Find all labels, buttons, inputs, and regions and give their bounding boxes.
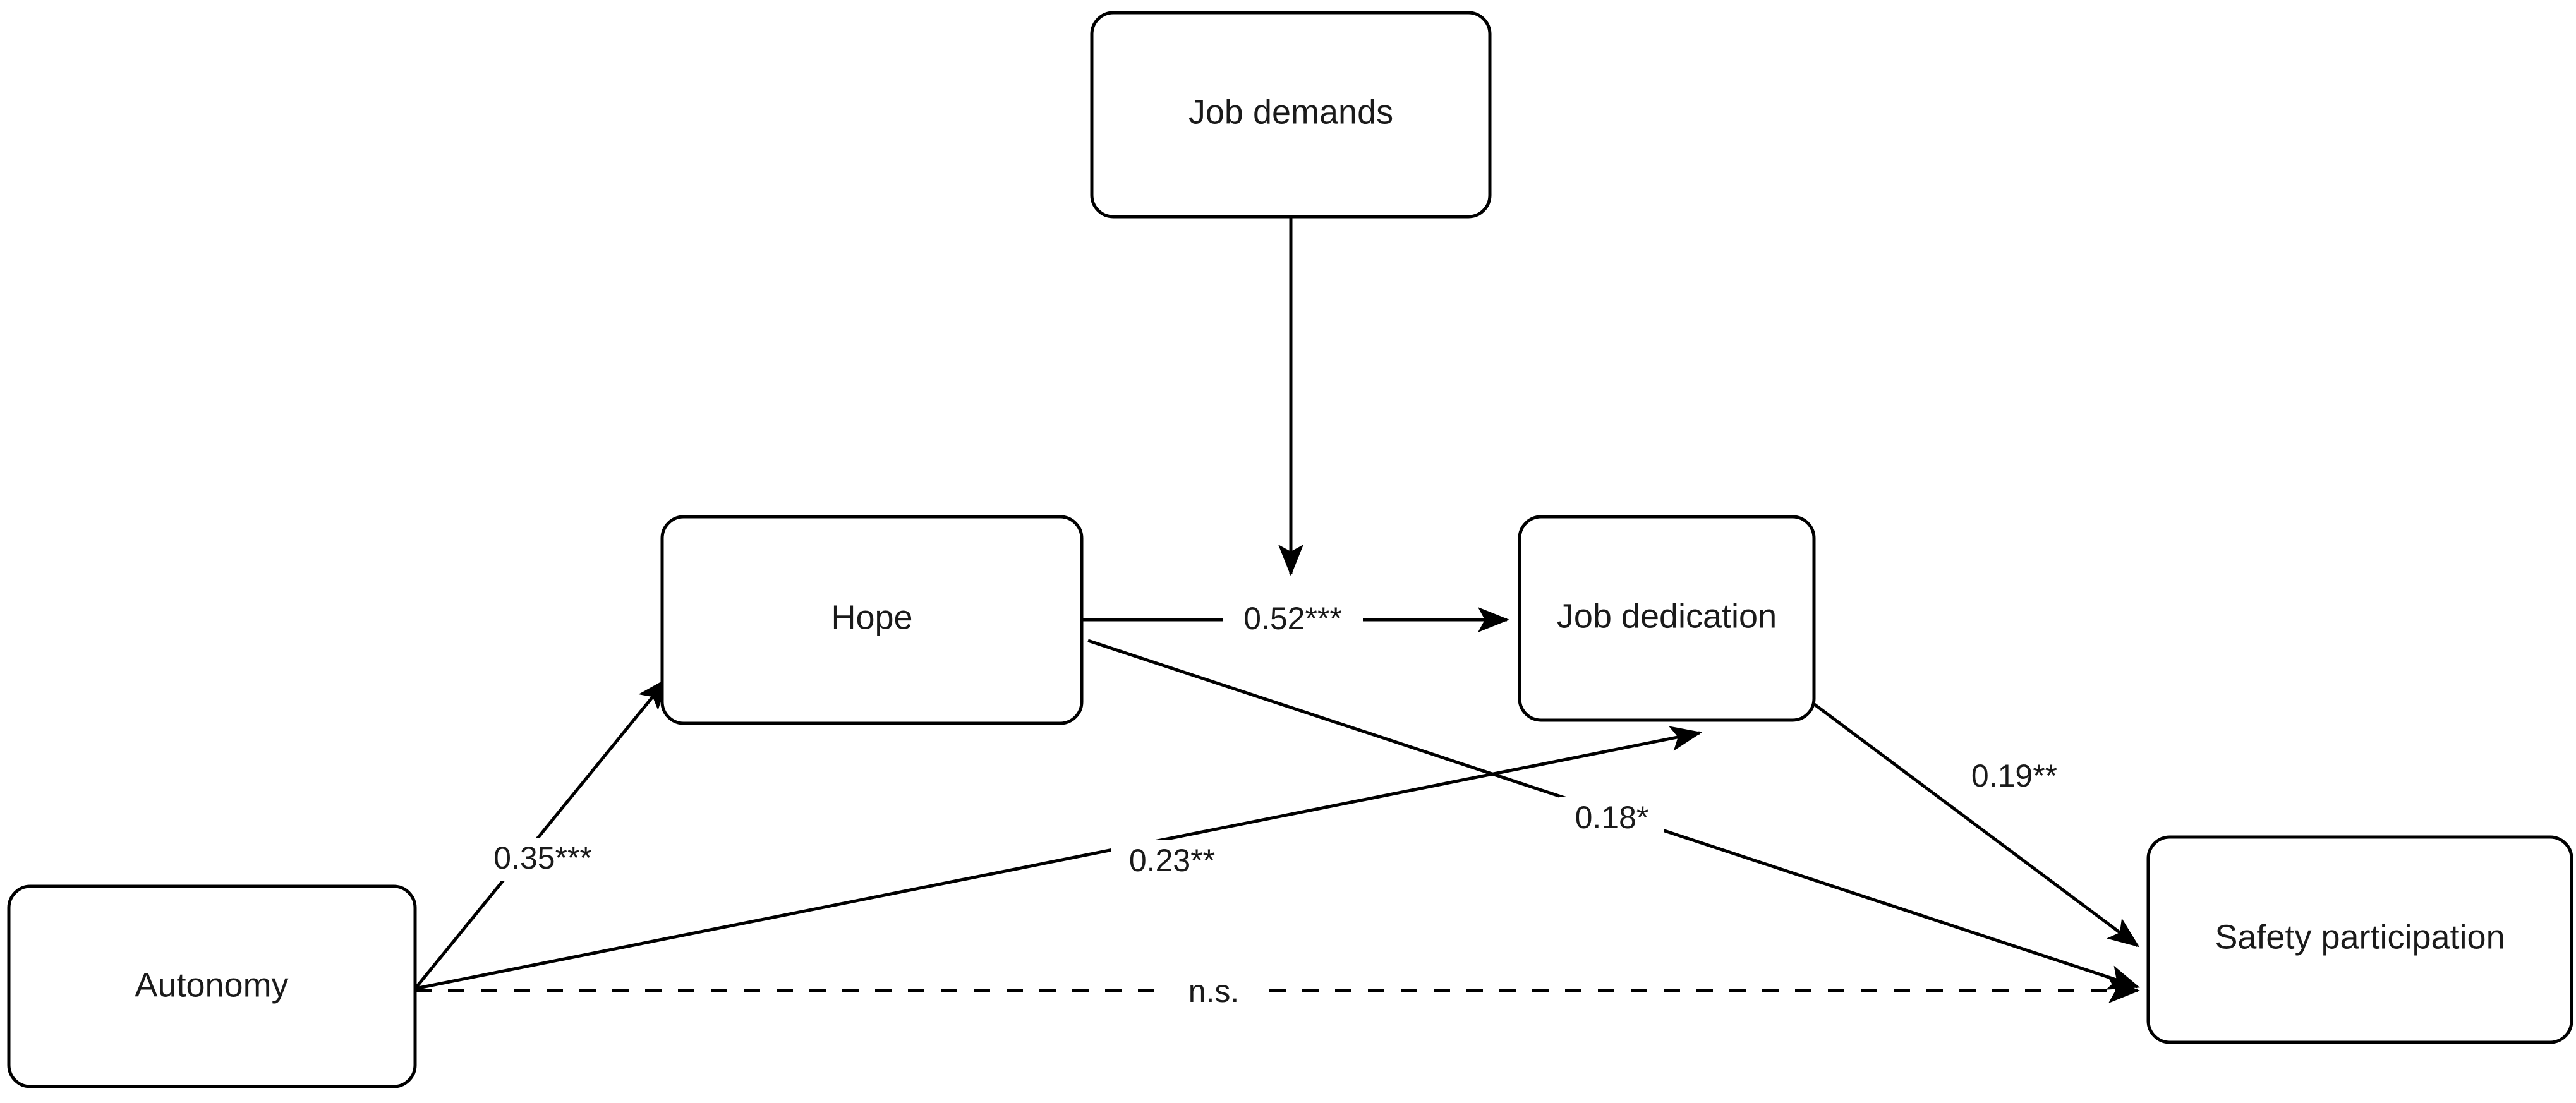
node-job-demands[interactable]: Job demands <box>1090 11 1492 219</box>
edge-label-job-dedication-to-safety-participation-text: 0.19** <box>1971 758 2057 793</box>
node-job-dedication[interactable]: Job dedication <box>1518 515 1816 722</box>
edge-label-hope-to-job-dedication-text: 0.52*** <box>1243 601 1342 636</box>
node-job-dedication-label: Job dedication <box>1557 597 1777 635</box>
edge-label-autonomy-to-job-dedication-text: 0.23** <box>1129 843 1215 878</box>
edge-label-hope-to-job-dedication-bg <box>1223 598 1363 641</box>
edge-label-hope-to-safety-participation-text: 0.18* <box>1575 800 1649 835</box>
node-hope[interactable]: Hope <box>660 515 1084 725</box>
node-hope-box <box>660 515 1084 725</box>
node-safety-participation[interactable]: Safety participation <box>2146 835 2573 1044</box>
node-job-demands-label: Job demands <box>1188 93 1393 131</box>
edge-label-autonomy-to-hope-text: 0.35*** <box>493 840 592 876</box>
node-autonomy-box <box>7 884 417 1088</box>
node-safety-participation-label: Safety participation <box>2215 918 2505 956</box>
edge-label-autonomy-to-hope-bg <box>473 838 613 881</box>
edge-label-autonomy-to-job-dedication-bg <box>1111 840 1233 883</box>
edge-label-hope-to-safety-participation: 0.18* <box>1559 797 1664 840</box>
node-autonomy[interactable]: Autonomy <box>7 884 417 1088</box>
node-autonomy-label: Autonomy <box>135 966 288 1004</box>
node-safety-participation-box <box>2146 835 2573 1044</box>
edge-autonomy-to-hope <box>414 677 668 990</box>
edge-label-autonomy-to-safety-participation: n.s. <box>1170 972 1258 1013</box>
edge-label-job-dedication-to-safety-participation-bg <box>1954 756 2074 799</box>
node-job-dedication-box <box>1518 515 1816 722</box>
edge-autonomy-to-job-dedication <box>414 726 1702 991</box>
node-job-demands-box <box>1090 11 1492 219</box>
edge-job-dedication-to-safety-participation <box>1809 699 2140 948</box>
edge-label-hope-to-safety-participation-bg <box>1559 797 1664 840</box>
edge-label-job-dedication-to-safety-participation: 0.19** <box>1954 756 2074 799</box>
edge-label-hope-to-job-dedication: 0.52*** <box>1223 598 1363 641</box>
node-hope-label: Hope <box>831 598 912 636</box>
edge-label-autonomy-to-hope: 0.35*** <box>473 838 613 881</box>
edge-label-autonomy-to-job-dedication: 0.23** <box>1111 840 1233 883</box>
edge-label-autonomy-to-safety-participation-bg <box>1170 972 1258 1013</box>
edge-label-autonomy-to-safety-participation-text: n.s. <box>1188 973 1240 1009</box>
